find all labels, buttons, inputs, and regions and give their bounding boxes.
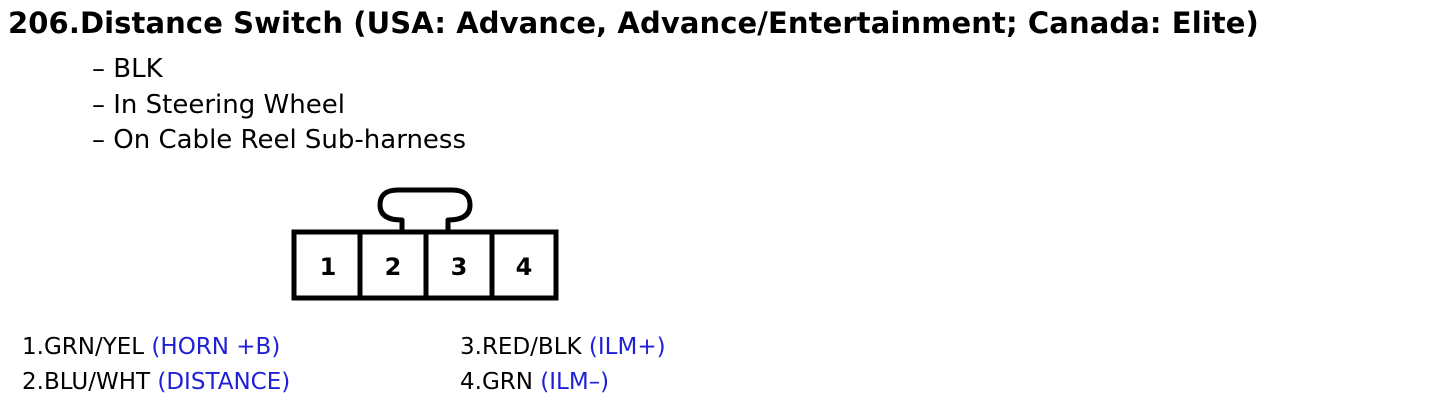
pin-number-4: 4 <box>516 253 533 281</box>
note-harness: – On Cable Reel Sub-harness <box>92 125 467 155</box>
pin-function: (ILM+) <box>588 334 666 360</box>
pin-wire: 1.GRN/YEL <box>22 334 152 360</box>
pin-wire: 2.BLU/WHT <box>22 369 158 395</box>
pin-function: (DISTANCE) <box>157 369 291 395</box>
connector-lock-tab <box>377 187 473 232</box>
pin-number-3: 3 <box>451 253 468 281</box>
connector-notes: – BLK – In Steering Wheel – On Cable Ree… <box>92 52 466 159</box>
pin-function: (HORN +B) <box>151 334 281 360</box>
connector-diagram: 1 2 3 4 <box>291 187 559 301</box>
pin-wire: 4.GRN <box>460 369 541 395</box>
diagram-title: 206.Distance Switch (USA: Advance, Advan… <box>8 6 1259 40</box>
pin-number-1: 1 <box>320 253 337 281</box>
pin-entry-3: 3.RED/BLK (ILM+) <box>460 330 666 365</box>
pin-entry-4: 4.GRN (ILM–) <box>460 365 609 400</box>
note-location: – In Steering Wheel <box>92 89 345 120</box>
pin-entry-2: 2.BLU/WHT (DISTANCE) <box>22 365 290 400</box>
pin-function: (ILM–) <box>540 369 610 395</box>
note-color: – BLK <box>92 54 163 84</box>
pin-entry-1: 1.GRN/YEL (HORN +B) <box>22 330 280 365</box>
pin-wire: 3.RED/BLK <box>460 334 589 360</box>
pin-number-2: 2 <box>385 253 402 281</box>
